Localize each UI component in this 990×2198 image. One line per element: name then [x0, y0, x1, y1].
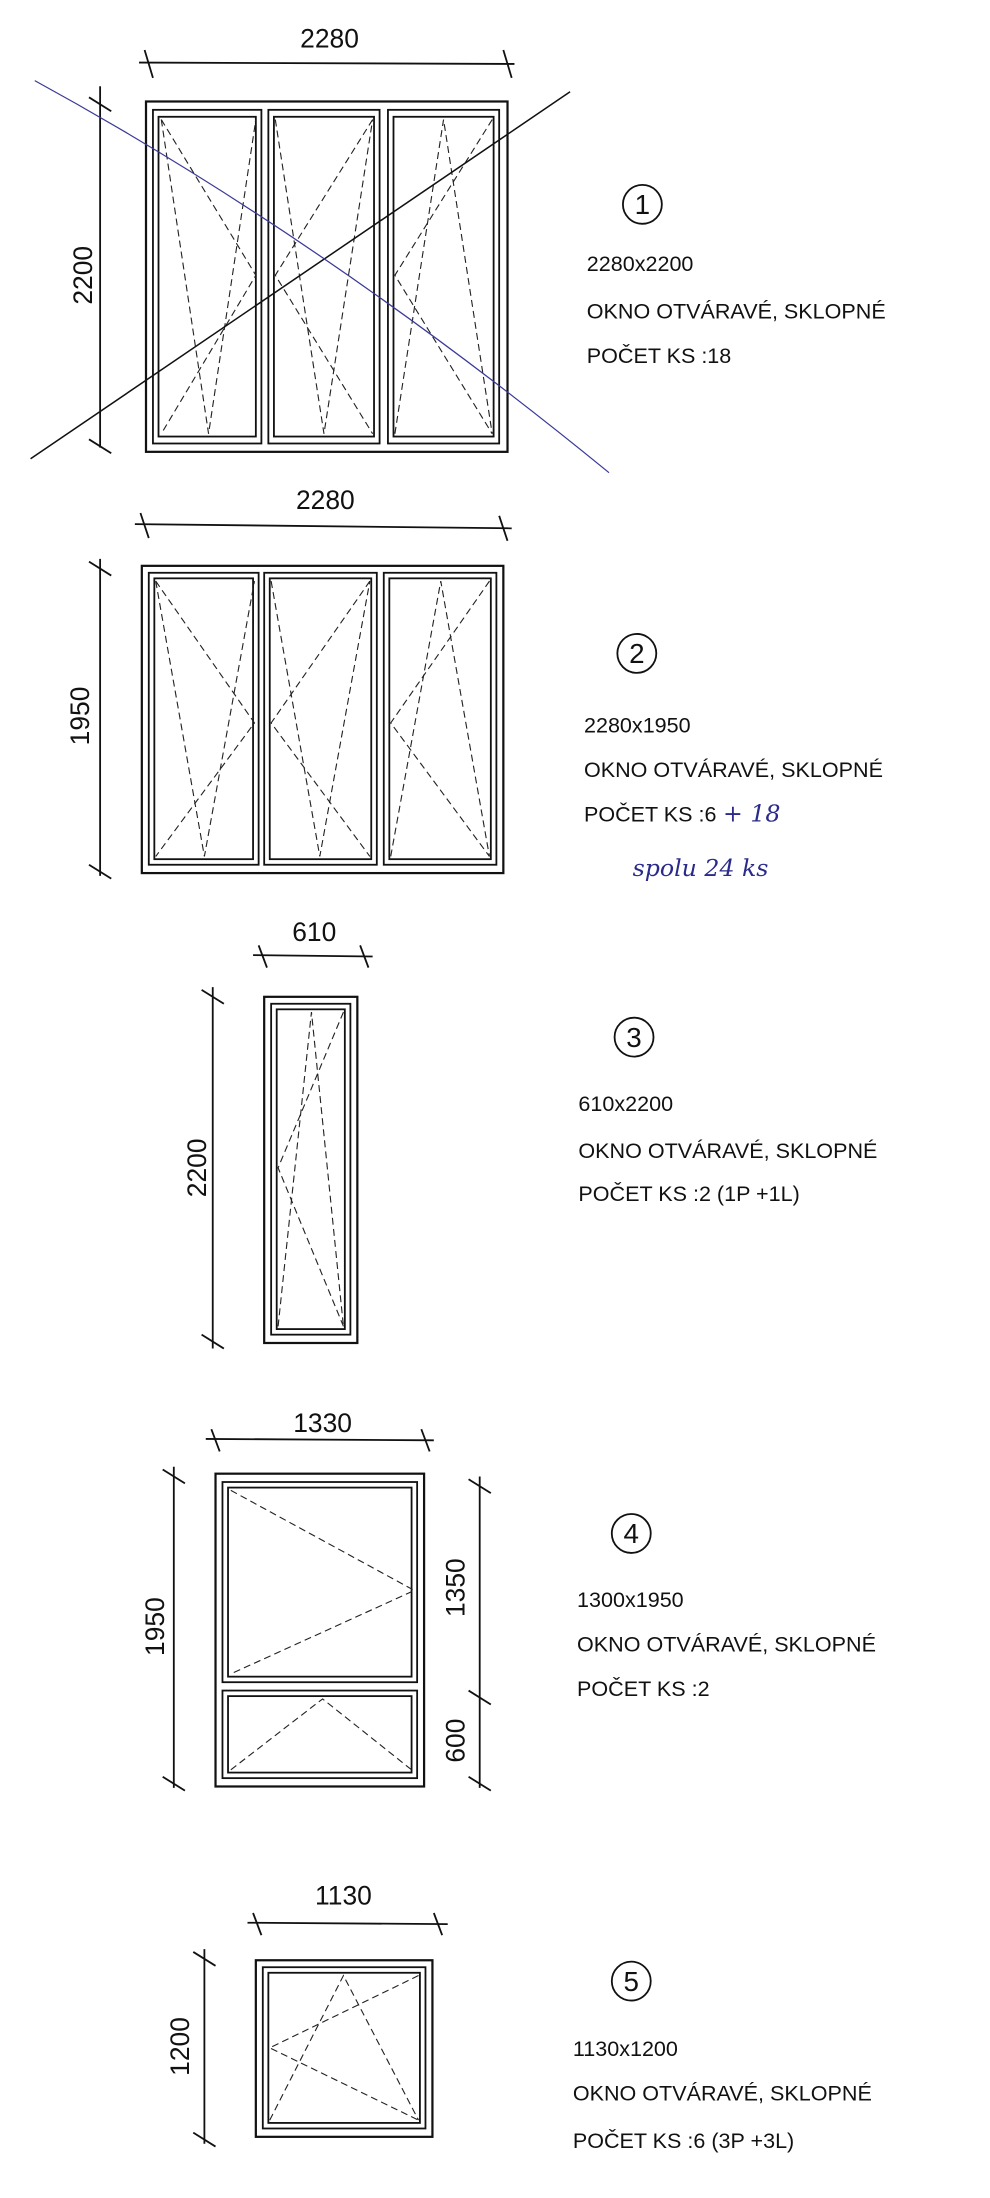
- dimension-height-3: 2200: [182, 987, 225, 1350]
- window-number-circle: [613, 1016, 655, 1058]
- window-type: OKNO OTVÁRAVÉ, SKLOPNÉ: [578, 1138, 877, 1163]
- window-size: 610x2200: [578, 1091, 673, 1116]
- dimension-width-5: 1130: [247, 1881, 448, 1936]
- window-count: POČET KS :6 (3P +3L): [573, 2128, 794, 2153]
- window-number: 4: [624, 1518, 639, 1549]
- handwritten-addition: + 18: [723, 800, 780, 828]
- dimension-width-1: 2280: [139, 23, 515, 79]
- dimension-height-5: 1200: [165, 1949, 216, 2148]
- window-frame-3: [263, 995, 359, 1345]
- height-label: 2200: [68, 246, 98, 305]
- window-type: OKNO OTVÁRAVÉ, SKLOPNÉ: [584, 757, 883, 782]
- window-number: 1: [635, 189, 650, 220]
- window-frame-1: [144, 100, 509, 453]
- height-label: 1200: [165, 2017, 195, 2076]
- window-size: 2280x1950: [584, 713, 691, 738]
- window-number: 2: [629, 638, 644, 669]
- dimension-height-1: 2200: [68, 86, 112, 454]
- dimension-width-4: 1330: [205, 1408, 434, 1452]
- dimension-height-2: 1950: [65, 558, 112, 880]
- window-number: 3: [626, 1022, 641, 1053]
- width-label: 1130: [315, 1881, 372, 1911]
- window-count: POČET KS :6: [584, 802, 717, 827]
- window-size: 2280x2200: [587, 251, 694, 276]
- window-size: 1130x1200: [573, 2036, 678, 2061]
- window-1: 2280 2200 1 2280x2200 OKNO OTVÁRAVÉ, SKL…: [30, 23, 886, 474]
- window-type: OKNO OTVÁRAVÉ, SKLOPNÉ: [573, 2081, 872, 2106]
- window-number-circle: [610, 1513, 652, 1554]
- window-5: 1130 1200 5 1130x1200 OKNO OTVÁRAVÉ, SKL…: [165, 1881, 872, 2153]
- handwritten-total: spolu 24 ks: [633, 854, 769, 882]
- window-number-circle: [622, 184, 663, 225]
- window-4: 1330 1950 1350 600 4 1300x1950 OKNO OTVÁ…: [140, 1408, 876, 1792]
- window-type: OKNO OTVÁRAVÉ, SKLOPNÉ: [577, 1632, 876, 1657]
- width-label: 2280: [300, 23, 359, 53]
- window-frame-2: [140, 564, 505, 875]
- lower-height-label: 600: [440, 1719, 470, 1763]
- window-frame-4: [214, 1472, 426, 1788]
- cross-out-line-blue: [34, 80, 610, 474]
- dimension-width-2: 2280: [134, 485, 512, 542]
- width-label: 1330: [293, 1408, 352, 1438]
- cross-out-line: [30, 91, 571, 460]
- upper-height-label: 1350: [440, 1558, 470, 1617]
- window-number: 5: [624, 1966, 639, 1997]
- height-label: 2200: [182, 1138, 212, 1197]
- window-number-circle: [616, 633, 658, 674]
- window-count: POČET KS :2 (1P +1L): [578, 1181, 799, 1206]
- window-3: 610 2200 3 610x2200 OKNO OTVÁRAVÉ, SKLOP…: [182, 917, 877, 1350]
- dimension-width-3: 610: [253, 917, 373, 968]
- dimension-right-4: 1350 600: [440, 1476, 492, 1792]
- height-label: 1950: [140, 1597, 170, 1656]
- height-label: 1950: [65, 687, 95, 746]
- width-label: 2280: [296, 485, 355, 515]
- window-type: OKNO OTVÁRAVÉ, SKLOPNÉ: [587, 298, 886, 323]
- window-frame-5: [254, 1959, 434, 2138]
- window-count: POČET KS :18: [587, 343, 732, 368]
- window-count: POČET KS :2: [577, 1676, 710, 1701]
- dimension-height-4: 1950: [140, 1466, 186, 1792]
- window-size: 1300x1950: [577, 1587, 684, 1612]
- window-number-circle: [610, 1960, 652, 2002]
- width-label: 610: [292, 917, 336, 947]
- window-2: 2280 1950 2 2280x1950 OKNO OTVÁRAVÉ, SKL…: [65, 485, 883, 882]
